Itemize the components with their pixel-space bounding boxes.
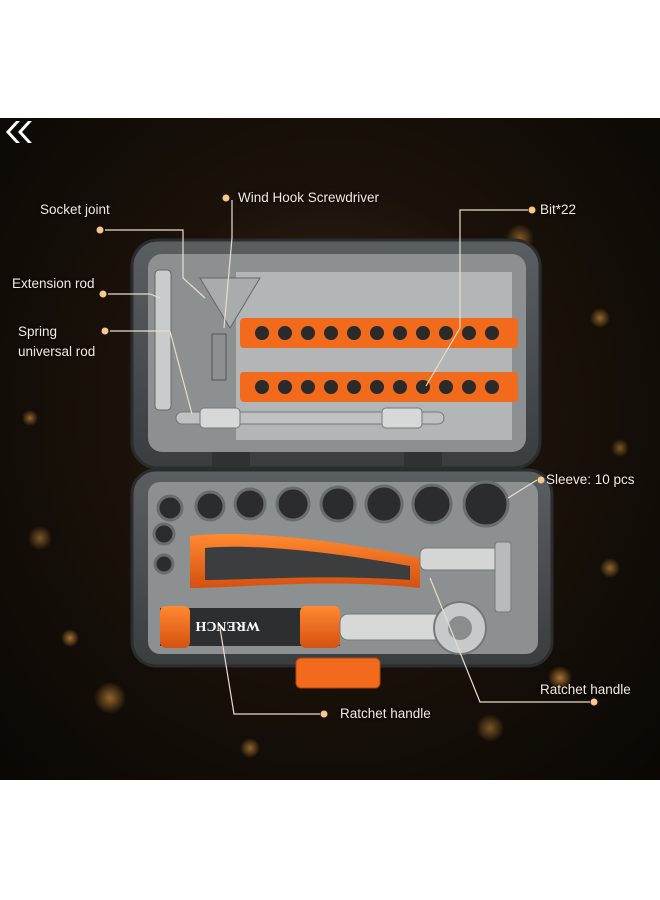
callout-sleeve: Sleeve: 10 pcs — [546, 472, 635, 487]
callout-spring-line1: Spring — [18, 324, 58, 339]
callout-spring-line2: universal rod — [18, 344, 96, 359]
handle-brand-text: WRENCH — [195, 618, 260, 633]
case-base — [130, 468, 554, 689]
callout-ratchet-handle-right: Ratchet handle — [540, 682, 631, 697]
callout-wind-hook: Wind Hook Screwdriver — [238, 190, 380, 205]
callout-lines — [105, 200, 590, 715]
callout-extension-rod: Extension rod — [12, 276, 95, 291]
callout-ratchet-handle-bottom: Ratchet handle — [340, 706, 431, 721]
callout-dots — [96, 194, 598, 718]
callout-bit: Bit*22 — [540, 202, 577, 217]
product-photo: WRENCH Socket joint Wind Hook Screwdrive… — [0, 118, 660, 780]
case-lid — [130, 238, 542, 470]
double-chevron-left-icon[interactable] — [0, 118, 34, 146]
toolkit-illustration: WRENCH — [22, 194, 629, 758]
callout-socket-joint: Socket joint — [40, 202, 110, 217]
